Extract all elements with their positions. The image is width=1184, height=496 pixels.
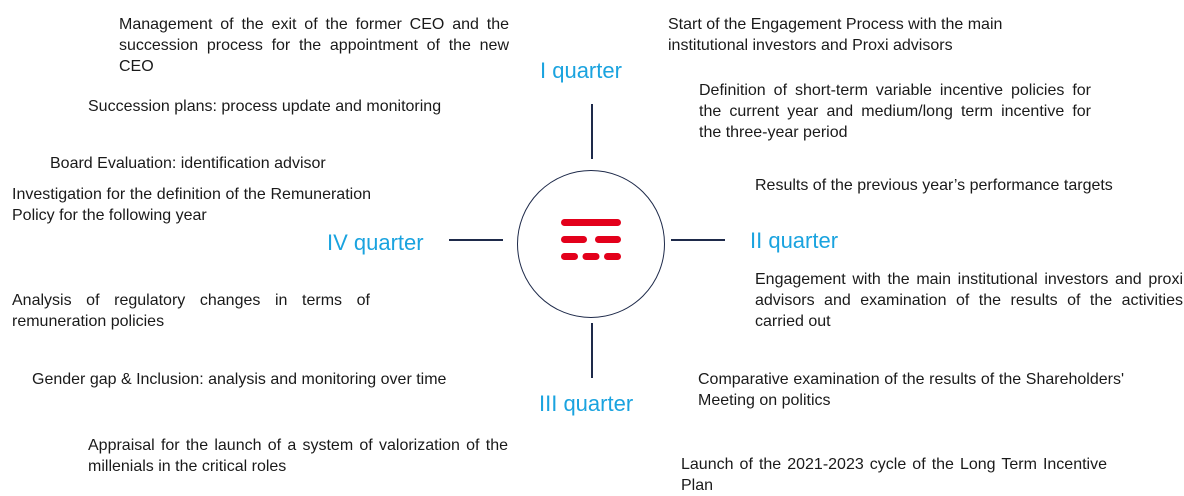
item-investor-engagement: Engagement with the main institutional i… xyxy=(755,271,1183,330)
quarter-label-i: I quarter xyxy=(540,58,622,83)
quarter-label-iii: III quarter xyxy=(539,391,634,416)
item-millenials-appraisal: Appraisal for the launch of a system of … xyxy=(88,437,508,475)
item-gender-gap: Gender gap & Inclusion: analysis and mon… xyxy=(32,371,447,388)
item-shareholders-meeting: Comparative examination of the results o… xyxy=(698,371,1124,409)
quarter-label-iv: IV quarter xyxy=(327,230,424,255)
connector-right xyxy=(671,239,725,241)
item-remuneration-investigation: Investigation for the definition of the … xyxy=(12,186,371,224)
item-performance-results: Results of the previous year’s performan… xyxy=(755,177,1113,194)
item-engagement-start: Start of the Engagement Process with the… xyxy=(668,16,1003,54)
tim-logo-icon xyxy=(561,219,621,260)
item-ceo-succession: Management of the exit of the former CEO… xyxy=(119,16,509,75)
connector-top xyxy=(591,104,593,159)
item-short-term-incentive: Definition of short-term variable incent… xyxy=(699,82,1091,141)
connector-bottom xyxy=(591,323,593,378)
quarter-label-ii: II quarter xyxy=(750,228,839,253)
item-board-evaluation: Board Evaluation: identification advisor xyxy=(50,155,326,172)
connector-left xyxy=(449,239,503,241)
center-circle xyxy=(517,170,665,318)
item-succession-plans: Succession plans: process update and mon… xyxy=(88,98,442,115)
item-regulatory-changes: Analysis of regulatory changes in terms … xyxy=(12,292,370,330)
